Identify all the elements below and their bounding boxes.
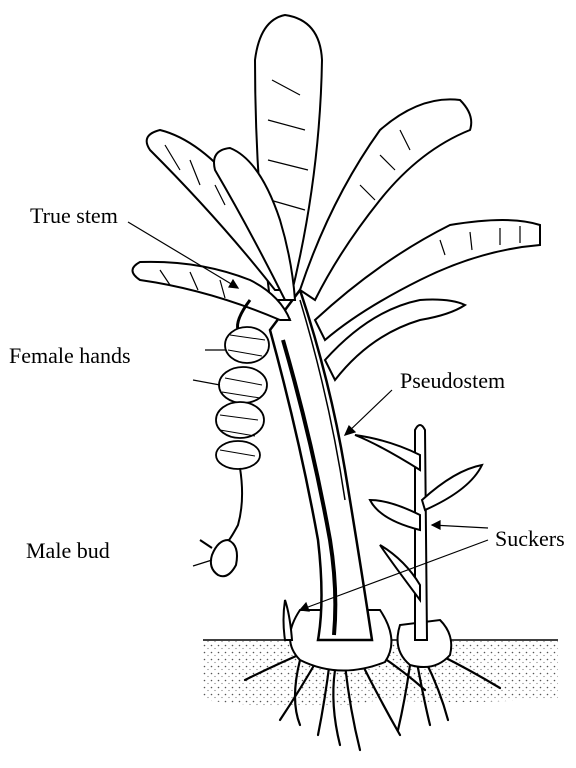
true-stem-label: True stem [30, 205, 118, 227]
male-bud-pointer [193, 560, 212, 566]
female-hands-bunch [216, 300, 269, 469]
female-hands-label: Female hands [9, 345, 131, 367]
pseudostem-label: Pseudostem [400, 370, 505, 392]
male-bud-label: Male bud [26, 540, 110, 562]
suckers-label: Suckers [495, 528, 565, 550]
male-bud [200, 468, 242, 576]
leaves [133, 15, 541, 380]
